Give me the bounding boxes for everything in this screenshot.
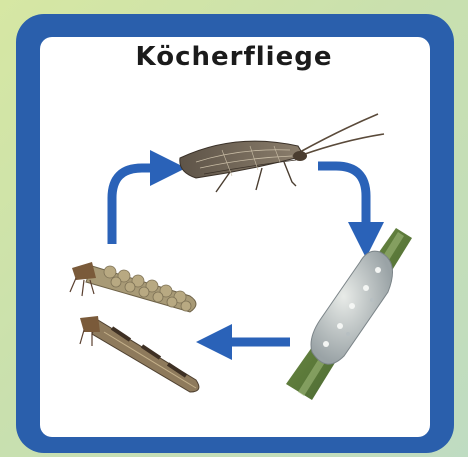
egg-mass-on-stem-image — [286, 228, 412, 400]
arrow-adult-to-egg — [318, 166, 366, 240]
larva-cases-image — [70, 262, 199, 392]
arrow-larva-to-adult — [112, 168, 168, 244]
adult-caddisfly-image — [180, 114, 384, 192]
